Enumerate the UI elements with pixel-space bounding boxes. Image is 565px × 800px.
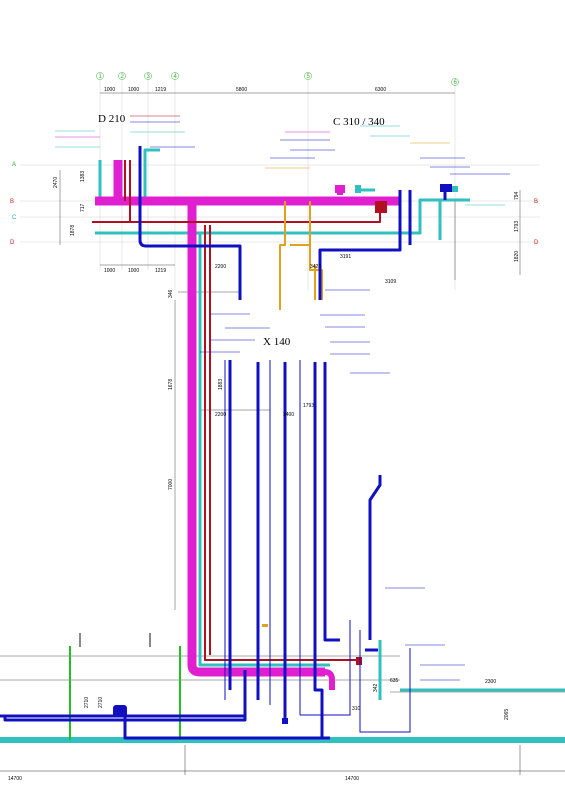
svg-text:1883: 1883: [218, 379, 224, 390]
svg-text:5800: 5800: [236, 87, 247, 93]
svg-text:14700: 14700: [345, 776, 359, 782]
svg-text:3: 3: [147, 74, 151, 80]
svg-text:3420: 3420: [310, 264, 321, 270]
blue-pump: [113, 705, 127, 717]
svg-text:1000: 1000: [104, 268, 115, 274]
svg-text:6: 6: [454, 80, 458, 86]
svg-text:2710: 2710: [84, 697, 90, 708]
svg-text:6300: 6300: [375, 87, 386, 93]
label-c310-340: C 310 / 340: [333, 116, 385, 128]
svg-text:1000: 1000: [128, 87, 139, 93]
svg-text:2065: 2065: [504, 709, 510, 720]
grid-row-markers: A B C D B D: [10, 162, 539, 246]
svg-text:2200: 2200: [215, 264, 226, 270]
dimension-lines: [59, 92, 521, 610]
grid-col-markers: [96, 72, 459, 86]
svg-text:3109: 3109: [385, 279, 396, 285]
bottom-ticks: [184, 745, 521, 775]
svg-text:1678: 1678: [168, 379, 174, 390]
green-columns: [69, 646, 181, 740]
svg-text:14700: 14700: [8, 776, 22, 782]
label-d210: D 210: [98, 113, 126, 125]
svg-text:1: 1: [99, 74, 103, 80]
svg-text:1219: 1219: [155, 87, 166, 93]
floor-slab: [0, 737, 565, 743]
svg-text:5: 5: [307, 74, 311, 80]
top-valves: [335, 184, 458, 193]
grid-row-b: B: [10, 199, 14, 205]
svg-text:1793: 1793: [303, 403, 314, 409]
grid-row-d: D: [10, 240, 15, 246]
magenta-pipes: [95, 160, 400, 677]
red-block: [375, 201, 387, 213]
svg-text:2200: 2200: [215, 412, 226, 418]
svg-text:1219: 1219: [155, 268, 166, 274]
svg-text:2: 2: [121, 74, 125, 80]
svg-text:2470: 2470: [53, 177, 59, 188]
svg-text:7000: 7000: [168, 479, 174, 490]
svg-text:1000: 1000: [128, 268, 139, 274]
svg-text:2710: 2710: [98, 697, 104, 708]
label-x140: X 140: [263, 336, 291, 348]
svg-text:3400: 3400: [283, 412, 294, 418]
magenta-elbow: [324, 188, 343, 690]
blue-thin-pipes: [224, 360, 411, 733]
grid-row-b-right: B: [534, 199, 538, 205]
svg-text:4: 4: [174, 74, 178, 80]
pipe-tags: [55, 115, 510, 681]
blue-pipes: [0, 146, 447, 740]
grey-studs: [79, 633, 151, 647]
svg-text:635: 635: [390, 678, 399, 684]
grid-row-a: A: [12, 162, 16, 168]
svg-text:346: 346: [168, 289, 174, 298]
grid-col-labels: 1 2 3 4 5 6: [99, 74, 458, 86]
grid-row-d-right: D: [534, 240, 539, 246]
svg-text:1878: 1878: [70, 225, 76, 236]
svg-text:2300: 2300: [485, 679, 496, 685]
svg-text:3191: 3191: [340, 254, 351, 260]
dimension-texts: 1000 1000 1219 5800 6300 2470 1383 717 1…: [8, 87, 520, 782]
svg-text:1793: 1793: [514, 221, 520, 232]
svg-text:794: 794: [514, 191, 520, 200]
svg-text:342: 342: [373, 683, 379, 692]
svg-text:717: 717: [80, 203, 86, 212]
orange-pipes: [279, 201, 323, 310]
svg-text:1000: 1000: [104, 87, 115, 93]
svg-text:1820: 1820: [514, 251, 520, 262]
svg-text:1383: 1383: [80, 171, 86, 182]
red-valve: [356, 657, 362, 665]
svg-text:310: 310: [352, 706, 361, 712]
orange-marker: [262, 624, 268, 627]
cyan-pipes: [95, 148, 565, 700]
grid-row-c: C: [12, 215, 17, 221]
blue-valve: [282, 718, 288, 724]
